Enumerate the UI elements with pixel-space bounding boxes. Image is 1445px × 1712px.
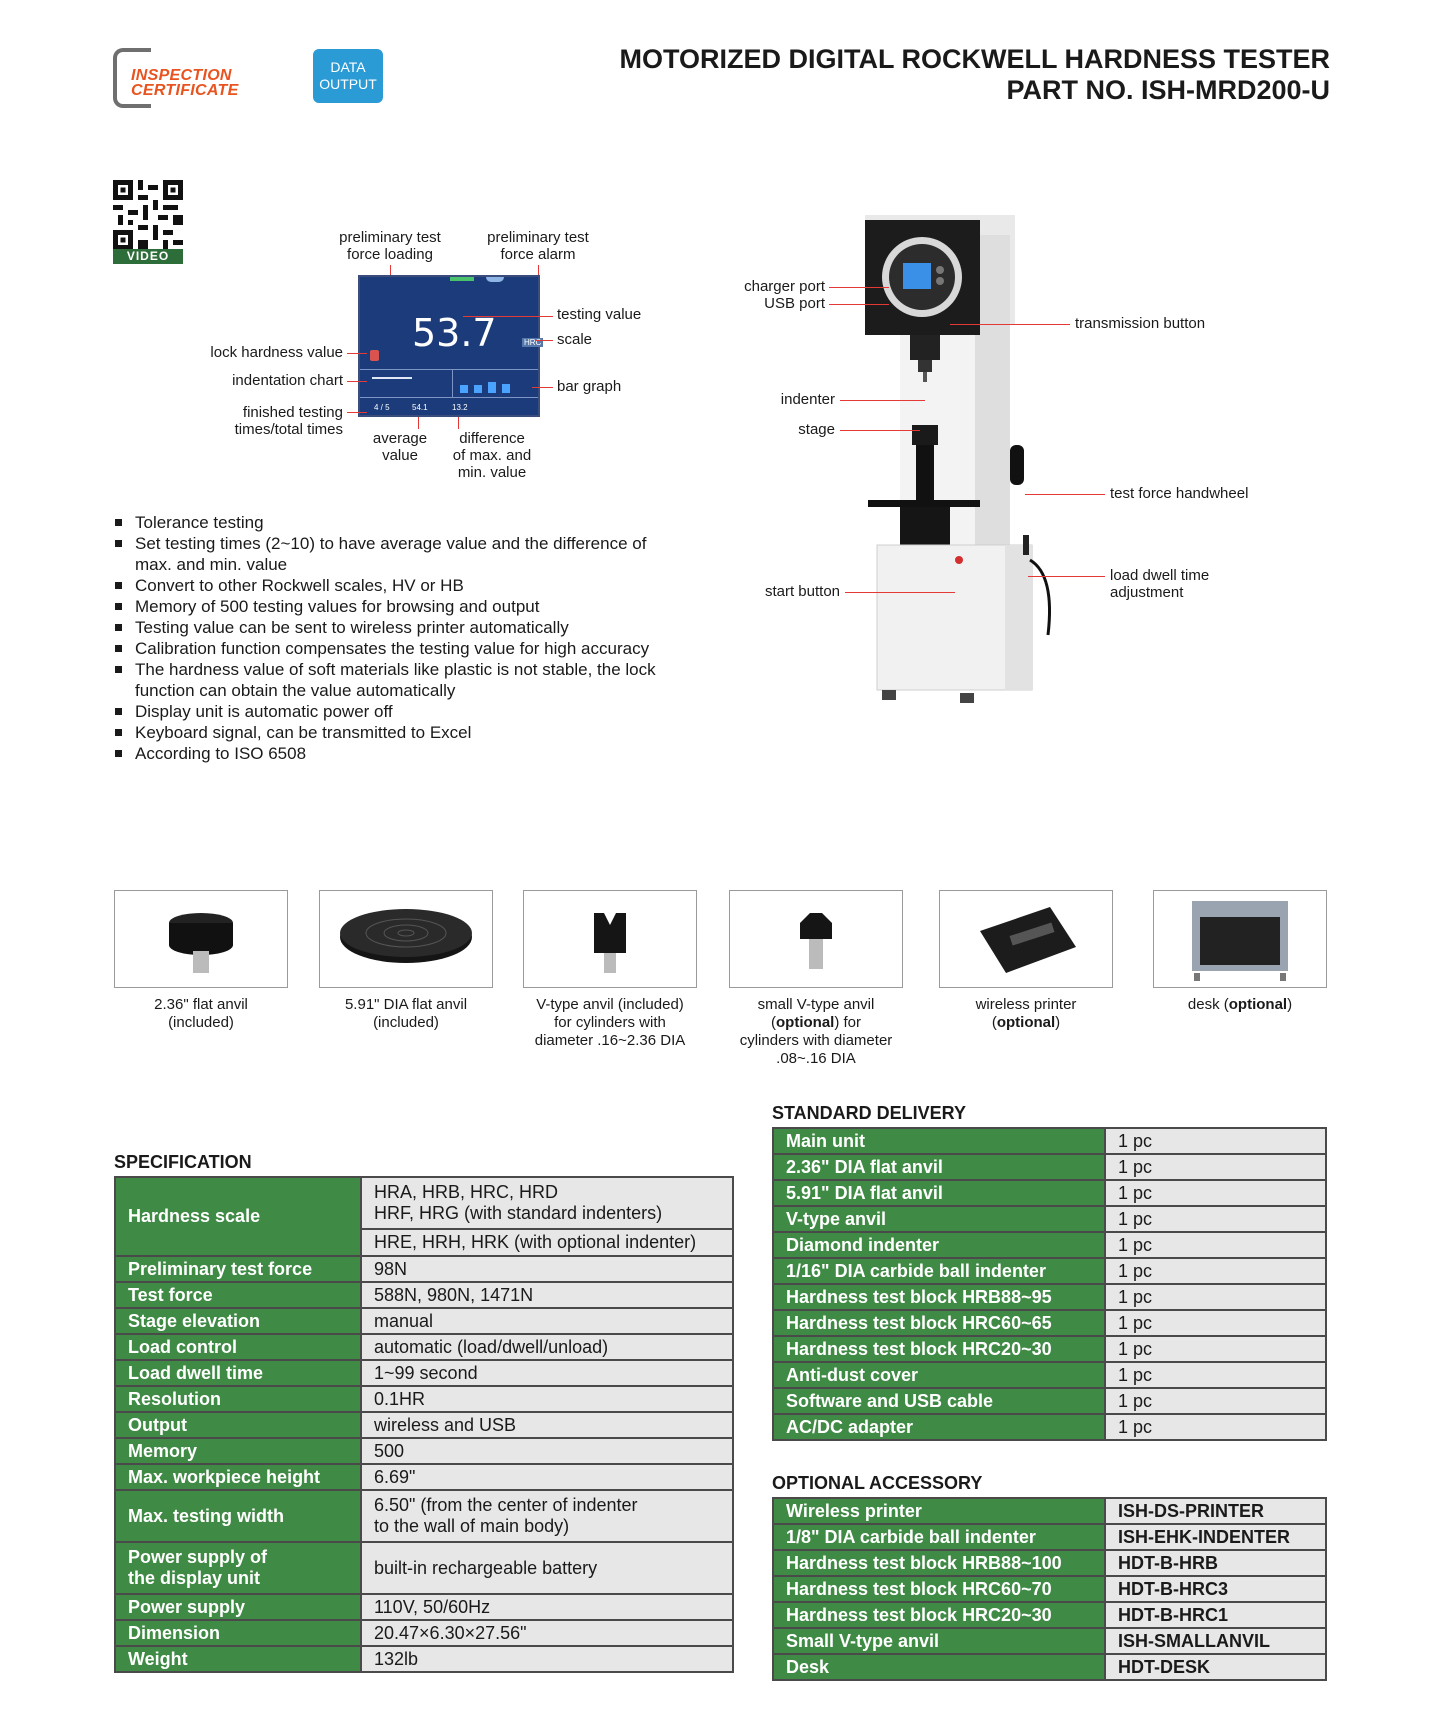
video-label: VIDEO (113, 249, 183, 264)
optional-accessory-title: OPTIONAL ACCESSORY (772, 1473, 983, 1493)
list-item: Display unit is automatic power off (113, 701, 673, 722)
label-indenter: indenter (780, 391, 835, 408)
list-item: The hardness value of soft materials lik… (113, 659, 673, 701)
list-item: According to ISO 6508 (113, 743, 673, 764)
label-start-button: start button (764, 583, 840, 600)
indentation-chart (372, 377, 412, 379)
accessory-v-anvil (523, 890, 697, 988)
spec-title: SPECIFICATION (114, 1152, 252, 1172)
standard-delivery-title: STANDARD DELIVERY (772, 1103, 967, 1123)
list-item: Testing value can be sent to wireless pr… (113, 617, 673, 638)
label-stage: stage (798, 421, 835, 438)
accessory-small-v-anvil (729, 890, 903, 988)
screen-scale-tag: HRC (522, 338, 544, 347)
label-charger-port: charger port (744, 278, 825, 295)
caption-small-v-anvil: small V-type anvil (optional) for cylind… (739, 996, 893, 1067)
hardness-tester-image (865, 215, 1052, 703)
caption-wireless-printer: wireless printer (optional) (975, 996, 1077, 1031)
qr-code-icon[interactable] (113, 180, 183, 250)
bar-graph (460, 381, 530, 393)
page-title: MOTORIZED DIGITAL ROCKWELL HARDNESS TEST… (619, 44, 1330, 105)
accessory-flat-anvil (114, 890, 288, 988)
label-lock: lock hardness value (210, 344, 343, 361)
label-usb-port: USB port (764, 295, 825, 312)
label-handwheel: test force handwheel (1110, 485, 1249, 502)
screen-testing-value: 53.7 (412, 311, 497, 355)
list-item: Calibration function compensates the tes… (113, 638, 673, 659)
caption-v-anvil: V-type anvil (included)for cylinders wit… (534, 996, 686, 1049)
list-item: Memory of 500 testing values for browsin… (113, 596, 673, 617)
table-row: Max. testing width 6.50" (from the cente… (114, 1489, 734, 1543)
caption-desk: desk (optional) (1187, 996, 1293, 1013)
accessory-desk (1153, 890, 1327, 988)
label-scale: scale (557, 331, 593, 348)
screen-count: 4 / 5 (374, 403, 390, 412)
list-item: Convert to other Rockwell scales, HV or … (113, 575, 673, 596)
list-item: Tolerance testing (113, 512, 673, 533)
caption-large-flat-anvil: 5.91" DIA flat anvil(included) (344, 996, 468, 1031)
list-item: Set testing times (2~10) to have average… (113, 533, 673, 575)
caption-flat-anvil: 2.36" flat anvil(included) (154, 996, 248, 1031)
screen-diff: 13.2 (452, 403, 468, 412)
screen-average: 54.1 (412, 403, 428, 412)
display-screen: 53.7 HRC 4 / 5 54.1 13.2 (358, 275, 544, 417)
accessory-large-flat-anvil (319, 890, 493, 988)
feature-list: Tolerance testing Set testing times (2~1… (113, 512, 673, 764)
label-transmission: transmission button (1075, 315, 1206, 332)
accessory-wireless-printer (939, 890, 1113, 988)
label-testing-value: testing value (557, 306, 642, 323)
label-bar-graph: bar graph (557, 378, 622, 395)
label-indentation: indentation chart (232, 372, 343, 389)
table-row: HRE, HRH, HRK (with optional indenter) (115, 1228, 734, 1257)
list-item: Keyboard signal, can be transmitted to E… (113, 722, 673, 743)
lock-icon (370, 350, 379, 361)
